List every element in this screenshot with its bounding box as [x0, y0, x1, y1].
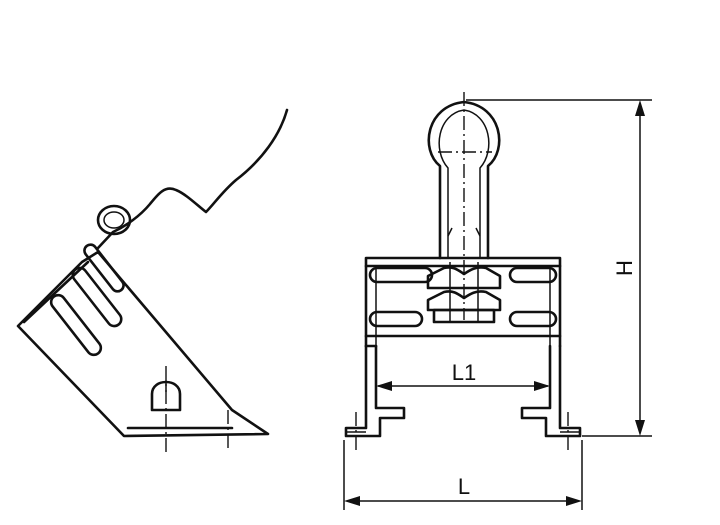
- dimension-h: H: [466, 99, 652, 437]
- h-arrow-top: [635, 100, 645, 116]
- side-view: [16, 108, 289, 452]
- spring-wire: [96, 108, 289, 250]
- contact-clips: [426, 262, 502, 324]
- holder-frame: [364, 256, 562, 348]
- dimension-l: L: [343, 440, 583, 510]
- holder-body-inner-edge: [22, 260, 90, 324]
- h-label: H: [612, 260, 637, 276]
- front-slots-left: [368, 266, 434, 328]
- front-slots-right: [508, 266, 558, 328]
- spring-coil: [96, 204, 132, 236]
- spring-coil-inner: [103, 211, 125, 229]
- bulb-marks: [447, 227, 481, 237]
- l1-arrow-left: [376, 381, 392, 391]
- l-label: L: [458, 474, 470, 499]
- mounting-hole-symbol: [150, 380, 182, 412]
- dimension-l1: L1: [376, 360, 550, 391]
- l1-label: L1: [452, 360, 476, 385]
- l-arrow-right: [566, 496, 582, 506]
- l-arrow-left: [344, 496, 360, 506]
- side-slots: [49, 243, 125, 357]
- right-leg: [520, 344, 582, 438]
- left-leg: [344, 344, 406, 438]
- holder-body-side: [16, 250, 270, 438]
- front-view: [344, 92, 582, 452]
- bulb-outline: [427, 100, 501, 260]
- bulb-inner: [438, 109, 490, 258]
- h-arrow-bottom: [635, 420, 645, 436]
- l1-arrow-right: [534, 381, 550, 391]
